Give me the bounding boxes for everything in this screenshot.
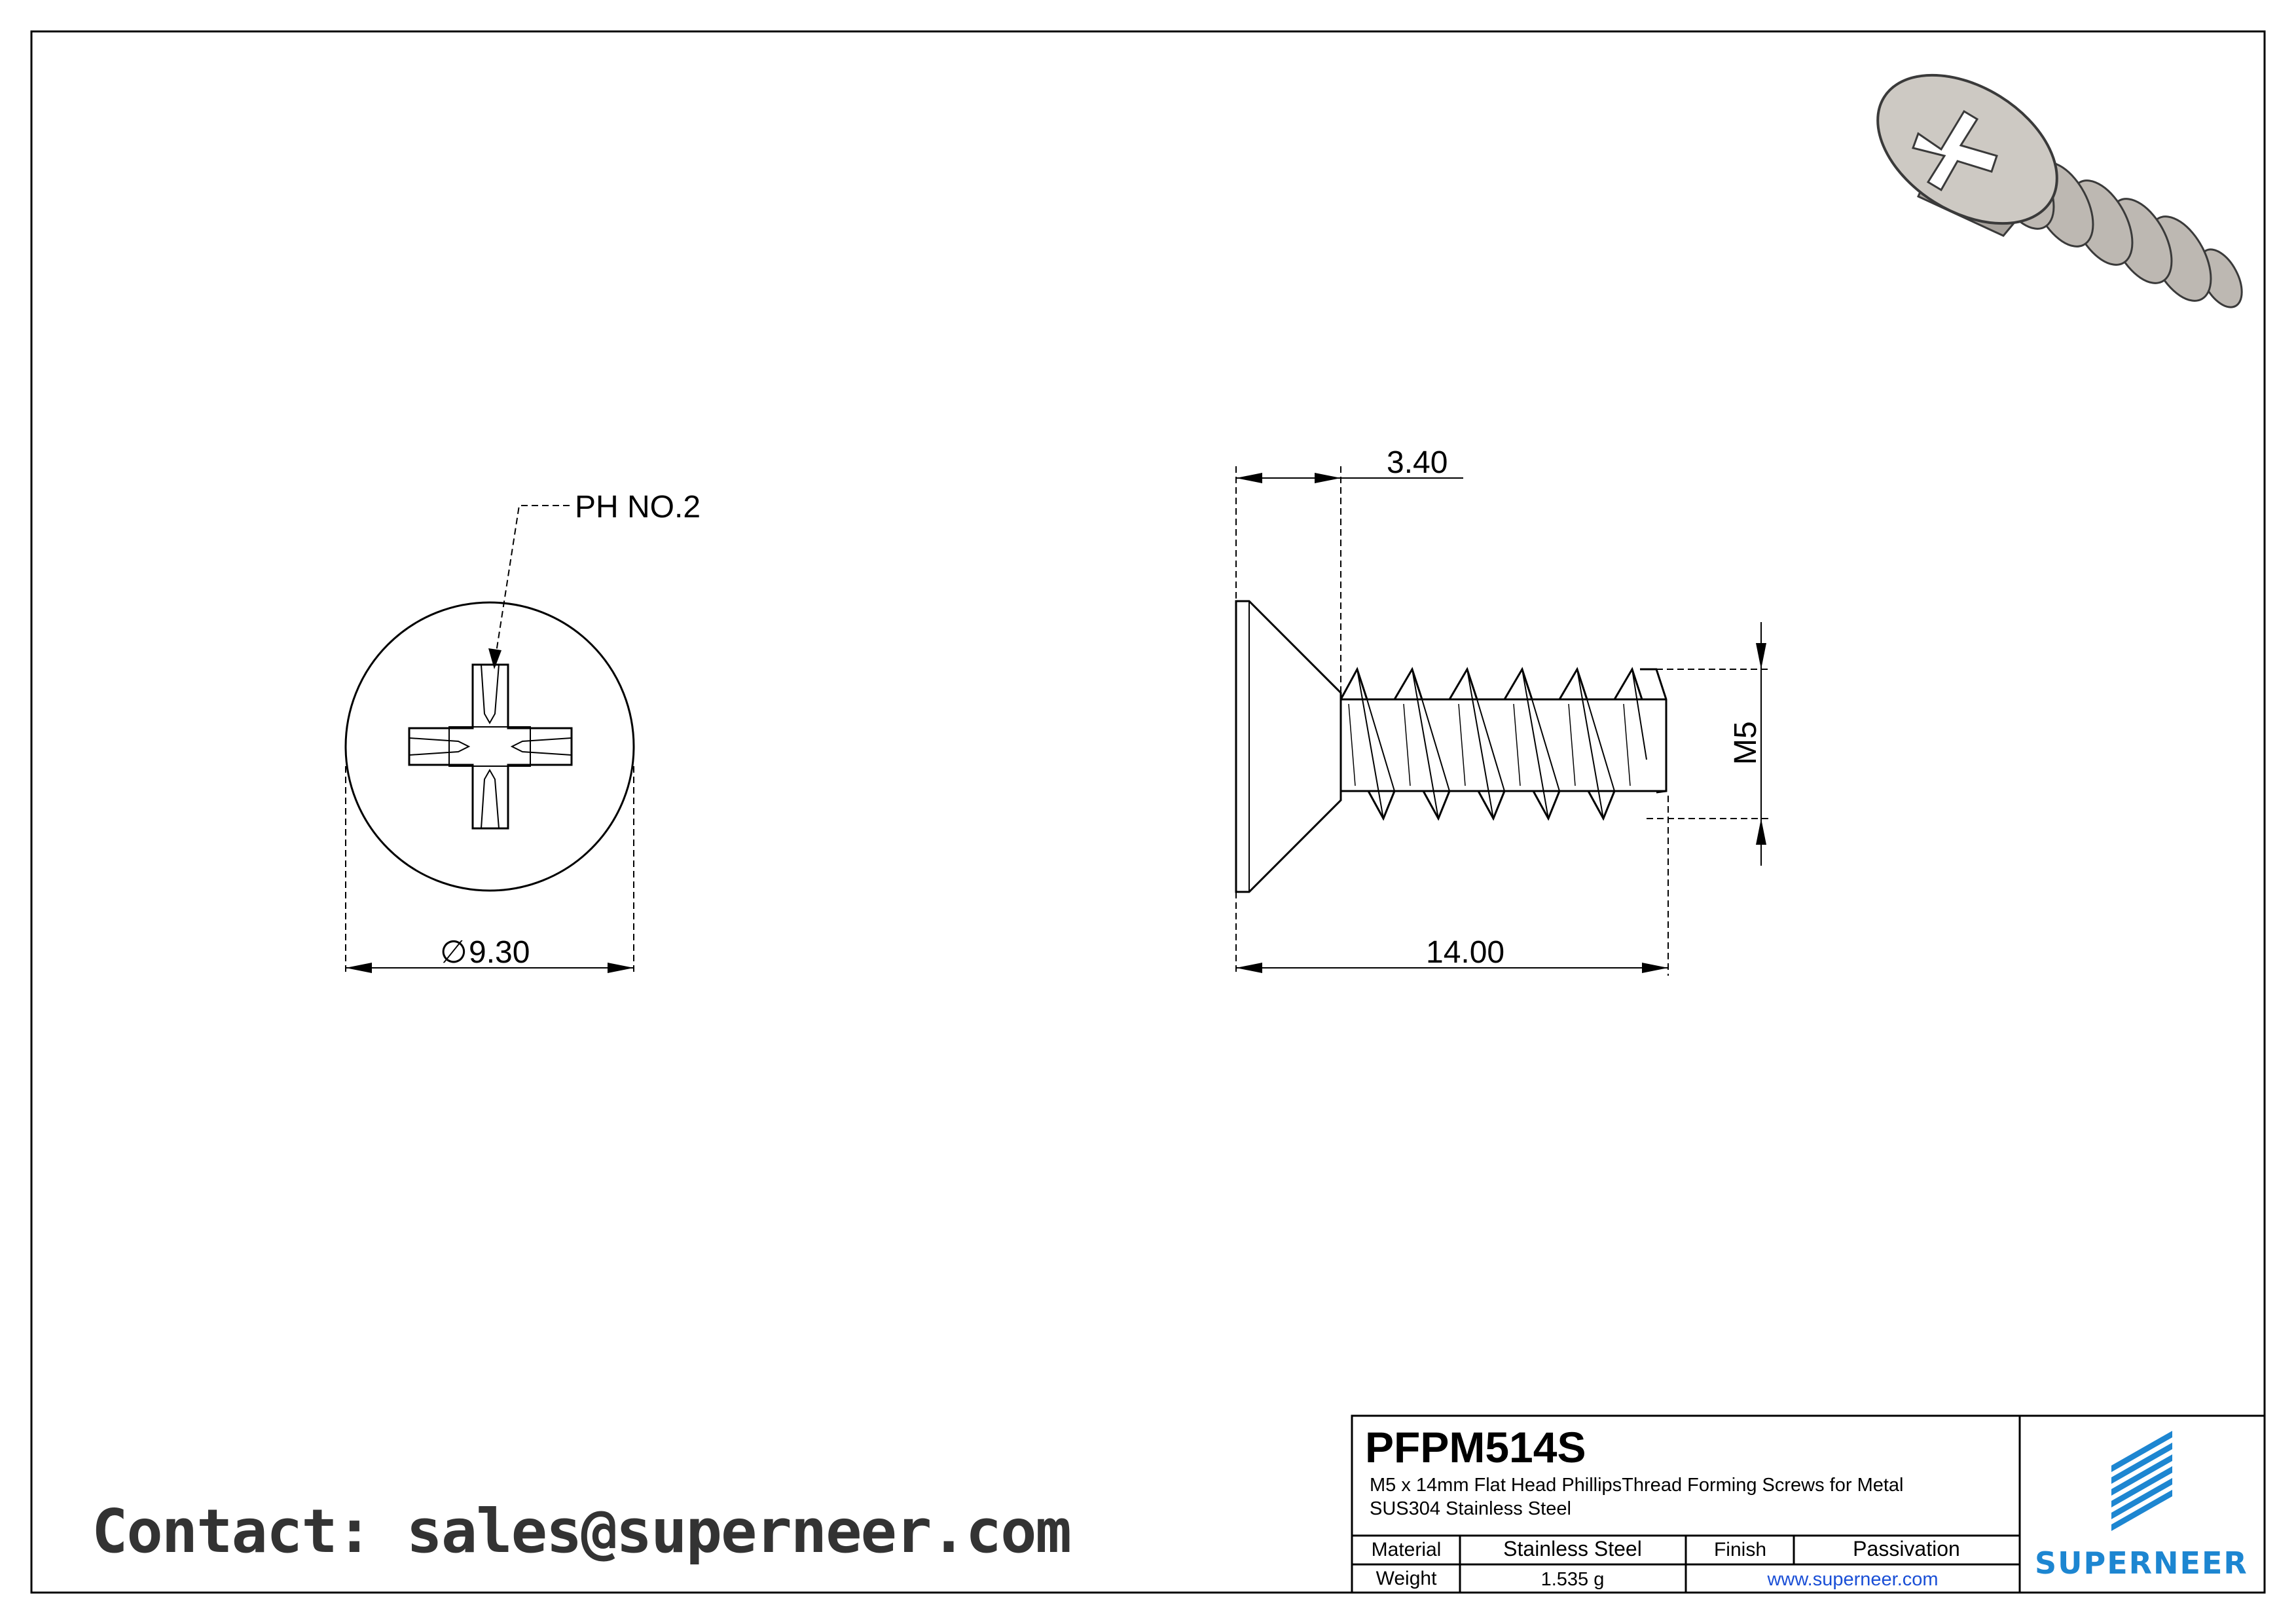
dim-arrow-left — [1236, 473, 1262, 483]
dim-arrow-left — [1236, 963, 1262, 973]
dim-arrow-right — [608, 963, 634, 973]
diameter-dim-text: 9.30 — [469, 935, 530, 970]
head-top-view — [344, 601, 635, 892]
dim-arrow-right — [1315, 473, 1341, 483]
length-dimension-lines — [1235, 796, 1669, 976]
dim-arrow-down — [1756, 819, 1766, 845]
dim-arrow-up — [1756, 643, 1766, 669]
contact-email: Contact: sales@superneer.com — [92, 1496, 1072, 1566]
screw-3d-illustration — [1876, 73, 2243, 308]
diameter-dimension-lines — [345, 766, 634, 976]
brand-name: SUPERNEER — [2035, 1545, 2248, 1581]
material-value: Stainless Steel — [1503, 1537, 1642, 1560]
screw-side-view — [1235, 600, 1667, 893]
dim-arrow-left — [346, 963, 372, 973]
thread-size-dim-text: M5 — [1728, 721, 1763, 765]
weight-value: 1.535 g — [1540, 1569, 1605, 1590]
finish-value: Passivation — [1853, 1537, 1960, 1560]
callout-arrowhead — [488, 648, 501, 669]
callout-text: PH NO.2 — [575, 490, 701, 525]
head-height-dimension-lines — [1235, 466, 1463, 693]
head-height-dim-text: 3.40 — [1387, 445, 1448, 480]
dim-arrow-right — [1642, 963, 1668, 973]
material-label: Material — [1371, 1539, 1442, 1560]
length-dim-text: 14.00 — [1426, 935, 1504, 970]
finish-label: Finish — [1713, 1539, 1767, 1560]
website-link[interactable]: www.superneer.com — [1767, 1569, 1939, 1590]
part-description: M5 x 14mm Flat Head PhillipsThread Formi… — [1370, 1475, 1904, 1496]
weight-label: Weight — [1376, 1568, 1437, 1589]
diameter-symbol: ∅ — [440, 934, 467, 970]
part-material-spec: SUS304 Stainless Steel — [1370, 1498, 1571, 1519]
sheet-border — [30, 30, 2266, 1594]
title-block-grid — [1351, 1414, 2266, 1594]
part-code: PFPM514S — [1365, 1423, 1586, 1471]
phillips-callout-leader — [494, 505, 570, 665]
superneer-logo-mark — [2111, 1431, 2172, 1531]
